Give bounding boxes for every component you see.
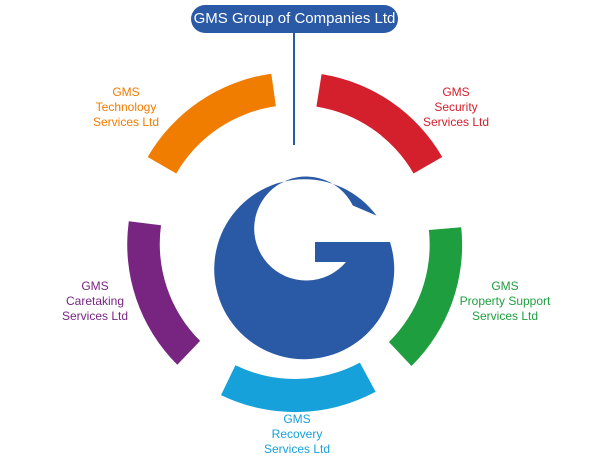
group-title: GMS Group of Companies Ltd bbox=[191, 5, 398, 33]
segment-caretaking bbox=[127, 221, 201, 365]
label-line: Technology bbox=[95, 100, 157, 114]
label-security: GMS Security Services Ltd bbox=[423, 85, 489, 130]
segment-technology bbox=[147, 73, 276, 174]
label-recovery: GMS Recovery Services Ltd bbox=[264, 412, 330, 457]
label-line: Property Support bbox=[459, 294, 551, 308]
g-logo-icon bbox=[214, 176, 395, 360]
label-line: Services Ltd bbox=[422, 115, 490, 129]
label-line: Recovery bbox=[271, 427, 323, 441]
label-line: GMS bbox=[283, 412, 311, 426]
segment-property-support bbox=[388, 227, 463, 366]
label-line: Services Ltd bbox=[61, 309, 129, 323]
label-line: GMS bbox=[81, 279, 109, 293]
connector-line bbox=[293, 33, 295, 145]
label-line: GMS bbox=[491, 279, 519, 293]
label-technology: GMS Technology Services Ltd bbox=[93, 85, 159, 130]
label-line: GMS bbox=[442, 85, 470, 99]
label-caretaking: GMS Caretaking Services Ltd bbox=[62, 279, 128, 324]
segment-recovery bbox=[221, 362, 376, 413]
label-line: GMS bbox=[112, 85, 140, 99]
label-line: Services Ltd bbox=[263, 442, 331, 456]
label-line: Services Ltd bbox=[471, 309, 539, 323]
label-line: Caretaking bbox=[65, 294, 125, 308]
label-property-support: GMS Property Support Services Ltd bbox=[460, 279, 551, 324]
segment-security bbox=[316, 74, 443, 174]
label-line: Security bbox=[434, 100, 478, 114]
label-line: Services Ltd bbox=[92, 115, 160, 129]
